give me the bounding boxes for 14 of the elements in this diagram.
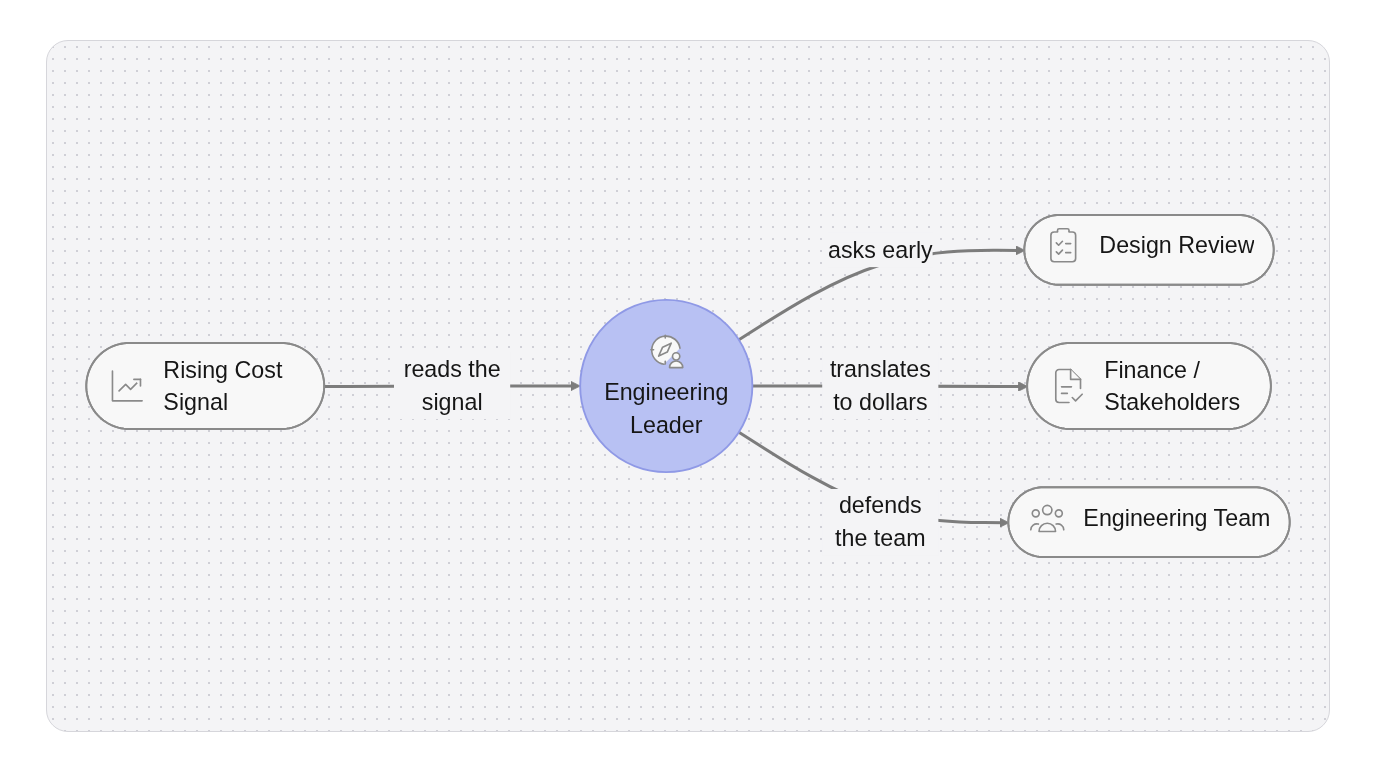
- process-pill: [85, 342, 326, 430]
- role-circle: [579, 298, 754, 474]
- process-pill: [1007, 486, 1291, 558]
- process-pill: [1026, 342, 1272, 430]
- process-pill: [1023, 214, 1275, 286]
- node-label: Engineering Leader: [603, 378, 730, 440]
- edge-label: translates to dollars: [828, 355, 932, 417]
- node-label: Engineering Team: [1083, 503, 1271, 533]
- edge-label: defends the team: [834, 491, 927, 553]
- node-label: Rising Cost Signal: [163, 355, 284, 418]
- edge-label: reads the signal: [402, 355, 502, 417]
- node-label: Finance / Stakeholders: [1104, 355, 1242, 418]
- node-label: Design Review: [1099, 231, 1255, 260]
- edge-label: asks early: [827, 236, 933, 265]
